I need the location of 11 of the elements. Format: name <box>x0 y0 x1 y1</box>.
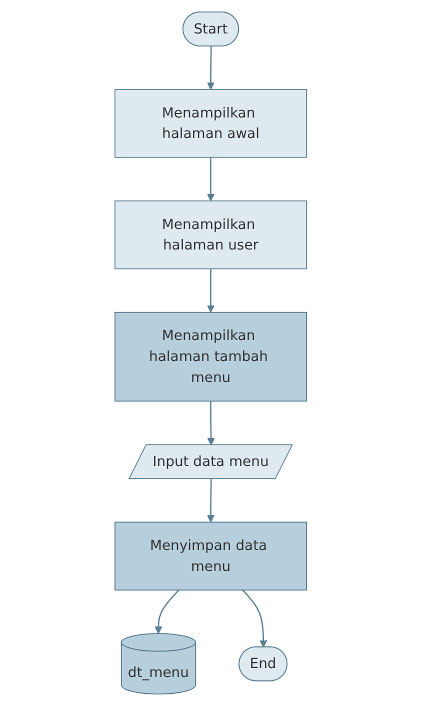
arrow <box>207 479 215 523</box>
arrow <box>154 590 180 634</box>
node-box: Menampilkan halaman user <box>114 200 308 270</box>
node-box: Menyimpan data menu <box>114 522 308 591</box>
arrow <box>207 268 215 313</box>
arrow <box>207 401 216 446</box>
arrow <box>207 157 215 202</box>
arrow <box>207 46 215 90</box>
arrow <box>242 590 268 648</box>
node-box: Menampilkan halaman awal <box>114 89 308 158</box>
node-box: Menampilkan halaman tambah menu <box>114 312 308 402</box>
